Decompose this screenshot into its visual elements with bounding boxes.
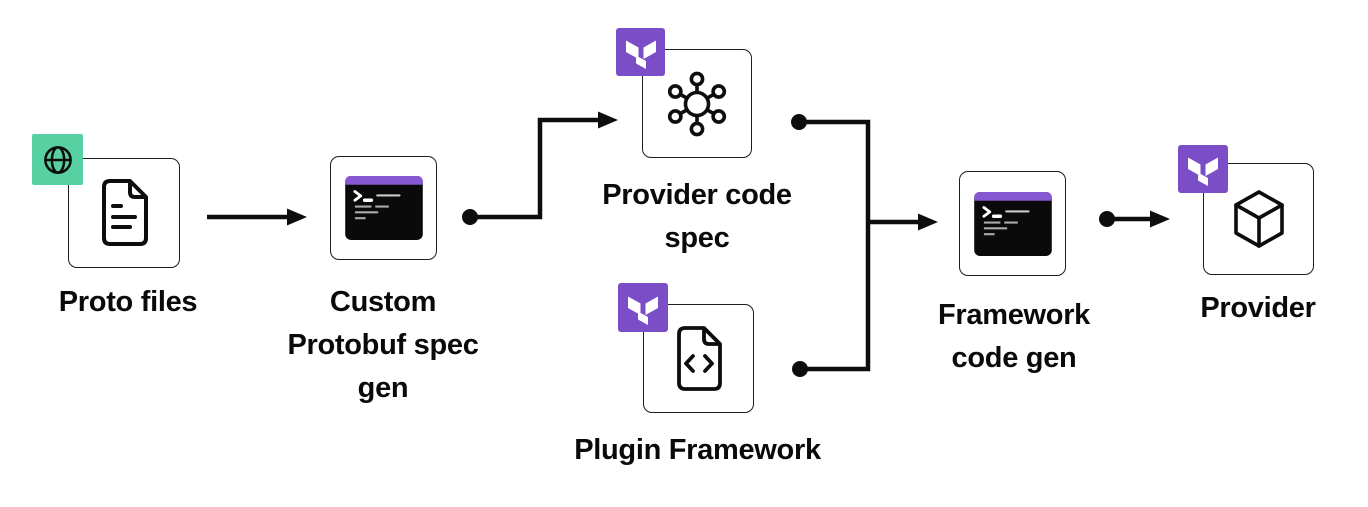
node-label-proto-files: Proto files [28, 281, 228, 324]
label-text: Provider [1200, 292, 1316, 324]
edge-framework-to-provider [1099, 210, 1170, 228]
terraform-icon [628, 296, 658, 325]
label-text: code gen [951, 342, 1077, 374]
node-label-provider-code-spec: Provider code spec [597, 174, 797, 260]
node-custom-protobuf-spec-gen [330, 156, 437, 260]
arrowhead-icon [1150, 210, 1170, 228]
node-plugin-framework [643, 304, 754, 413]
cube-icon [1233, 190, 1284, 248]
node-framework-code-gen [959, 171, 1066, 276]
label-text: Protobuf spec [287, 329, 479, 361]
terraform-icon [1188, 157, 1218, 186]
document-icon [102, 179, 148, 246]
terraform-badge [1178, 145, 1228, 193]
node-proto-files [68, 158, 180, 268]
connector-dot [1099, 211, 1115, 227]
node-label-provider: Provider [1158, 287, 1358, 330]
terraform-badge [618, 283, 668, 332]
connector-dot [792, 361, 808, 377]
label-text: Plugin Framework [574, 434, 821, 466]
label-text: spec [664, 222, 730, 254]
edge-custom-to-spec [462, 111, 618, 225]
edge-proto-to-custom [207, 208, 307, 226]
connector-dot [791, 114, 807, 130]
terminal-icon [344, 176, 423, 240]
label-text: Custom [329, 286, 437, 318]
label-text: Provider code [602, 179, 792, 211]
node-label-plugin-framework: Plugin Framework [540, 429, 855, 472]
arrowhead-icon [287, 208, 307, 226]
node-label-custom-protobuf-spec-gen: Custom Protobuf spec gen [283, 281, 483, 410]
terraform-badge [616, 28, 665, 76]
arrowhead-icon [918, 213, 938, 231]
globe-icon [43, 145, 72, 174]
label-text: Framework [937, 299, 1091, 331]
connector-dot [462, 209, 478, 225]
arrowhead-icon [598, 111, 618, 129]
node-label-framework-code-gen: Framework code gen [914, 294, 1114, 380]
label-text: Proto files [58, 286, 198, 318]
code-file-icon [676, 325, 722, 391]
globe-badge [32, 134, 83, 185]
terminal-icon [973, 191, 1052, 256]
label-text: gen [357, 372, 409, 404]
hub-icon [667, 71, 727, 136]
terraform-icon [625, 40, 656, 69]
